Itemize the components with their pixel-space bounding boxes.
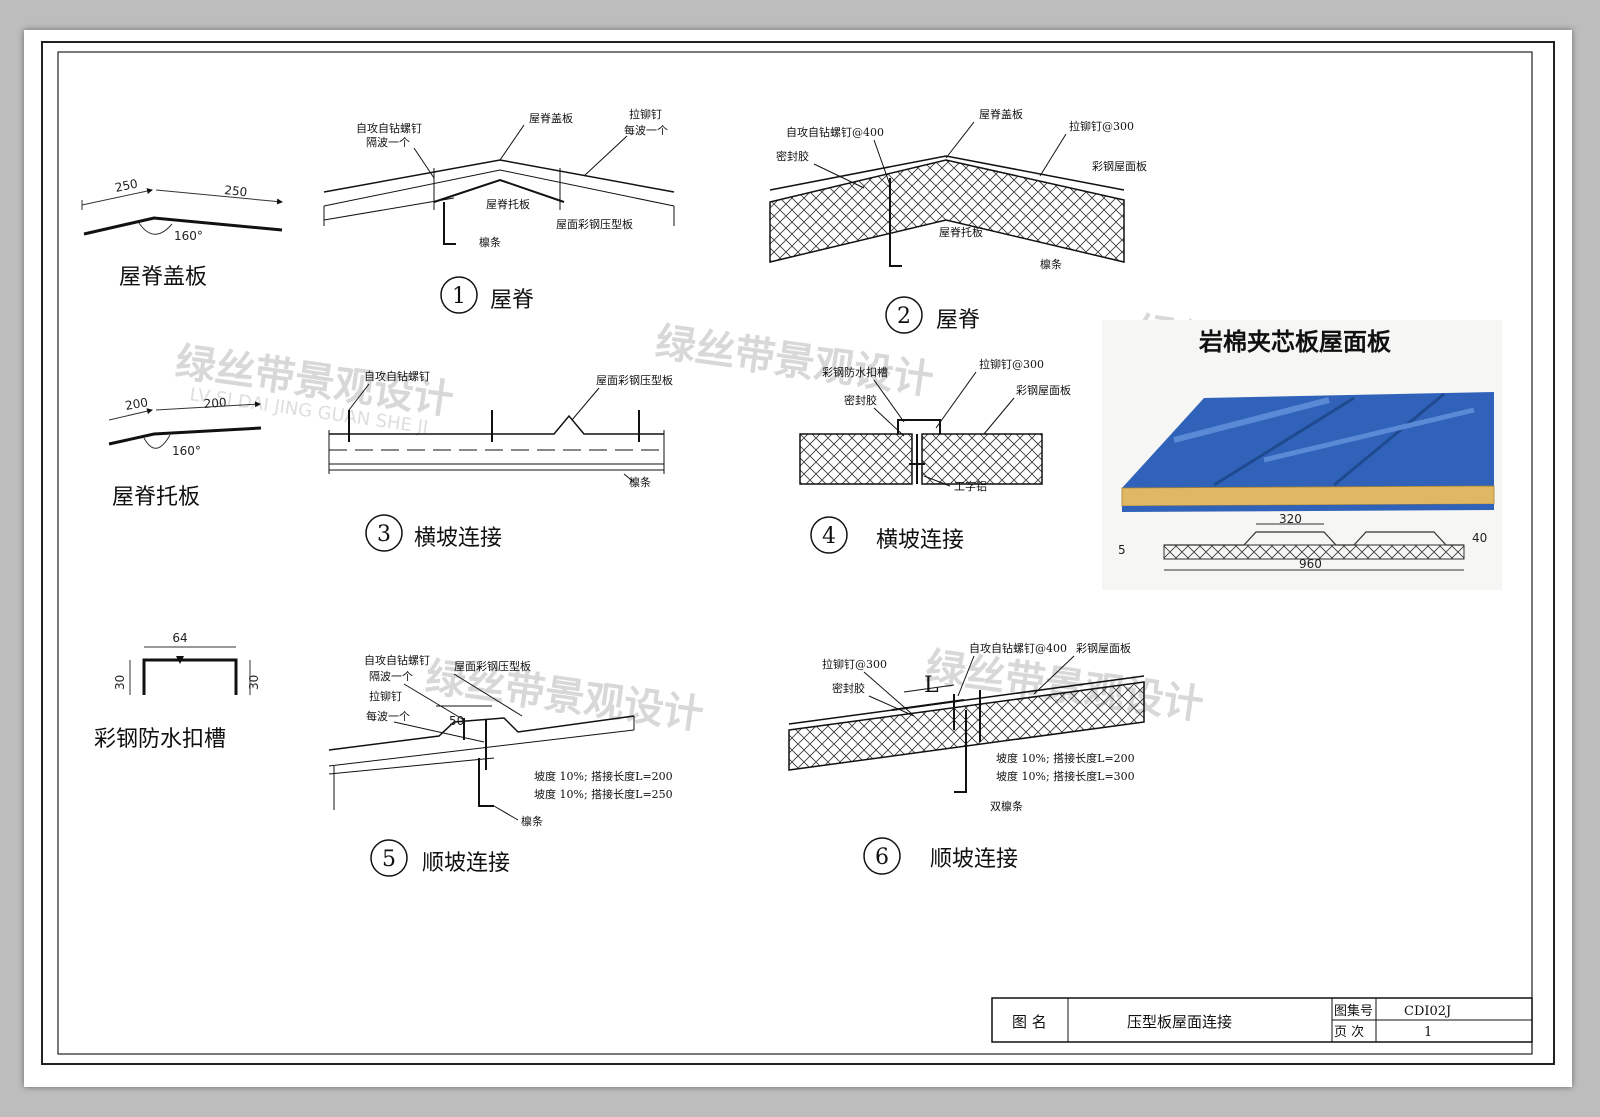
detail-5-note: 坡度 10%; 搭接长度L=200 — [534, 769, 673, 783]
detail-2-number: 2 — [897, 304, 911, 329]
detail-5: 自攻自钻螺钉 隔波一个 屋面彩钢压型板 拉铆钉 每波一个 50 坡度 10%; … — [328, 653, 673, 877]
detail-4-note: 彩钢屋面板 — [1016, 383, 1071, 397]
detail-5-note: 拉铆钉 — [369, 689, 402, 703]
detail-5-dim-50: 50 — [449, 714, 464, 728]
detail-2-note: 屋脊托板 — [939, 225, 983, 239]
construction-drawing: 绿丝带景观设计 LV SI DAI JING GUAN SHE JI 绿丝带景观… — [41, 41, 1555, 1065]
gutter-part: 64 30 30 彩钢防水扣槽 — [94, 631, 261, 752]
detail-3-note: 屋面彩钢压型板 — [596, 373, 673, 387]
detail-4-note: 密封胶 — [844, 393, 877, 407]
detail-1-title: 屋脊 — [490, 288, 534, 313]
detail-4-note: 拉铆钉@300 — [979, 357, 1044, 371]
ridge-cover-label: 屋脊盖板 — [119, 265, 207, 290]
photo-dim-40: 40 — [1472, 531, 1487, 545]
detail-2-title: 屋脊 — [936, 308, 980, 333]
outer-border — [41, 41, 1555, 1065]
photo-dim-960: 960 — [1299, 557, 1322, 571]
detail-6-note: 坡度 10%; 搭接长度L=300 — [996, 769, 1135, 783]
detail-6-note: 拉铆钉@300 — [822, 657, 887, 671]
inner-border — [57, 51, 1533, 1055]
detail-5-note: 隔波一个 — [369, 670, 413, 683]
detail-1-note: 拉铆钉 — [629, 107, 662, 121]
title-block-page-value: 1 — [1424, 1025, 1432, 1040]
detail-5-note: 檩条 — [521, 814, 543, 828]
detail-5-note: 坡度 10%; 搭接长度L=250 — [534, 787, 673, 801]
detail-3-number: 3 — [377, 522, 391, 547]
detail-5-title: 顺坡连接 — [422, 851, 510, 876]
detail-6-dim-L: L — [924, 673, 939, 698]
detail-6-note: 自攻自钻螺钉@400 — [969, 641, 1067, 655]
panel-photo: 岩棉夹芯板屋面板 320 960 40 5 — [1102, 320, 1502, 590]
detail-5-note: 屋面彩钢压型板 — [454, 659, 531, 673]
detail-2-note: 檩条 — [1040, 257, 1062, 271]
detail-2: 自攻自钻螺钉@400 屋脊盖板 拉铆钉@300 密封胶 彩钢屋面板 屋脊托板 檩… — [769, 107, 1147, 334]
detail-1-note: 屋脊托板 — [486, 197, 530, 211]
detail-4-note: 彩钢防水扣槽 — [822, 365, 888, 379]
title-block-name-label: 图 名 — [1012, 1013, 1047, 1031]
gutter-height-left: 30 — [113, 675, 127, 690]
detail-3-title: 横坡连接 — [414, 526, 502, 551]
detail-6-number: 6 — [875, 845, 889, 870]
detail-1: 自攻自钻螺钉 隔波一个 屋脊盖板 拉铆钉 每波一个 屋脊托板 屋面彩钢压型板 檩… — [323, 107, 675, 314]
detail-2-note: 彩钢屋面板 — [1092, 159, 1147, 173]
detail-1-note: 屋面彩钢压型板 — [556, 217, 633, 231]
detail-6-note: 坡度 10%; 搭接长度L=200 — [996, 751, 1135, 765]
detail-1-note: 屋脊盖板 — [529, 111, 573, 125]
detail-2-note: 密封胶 — [776, 149, 809, 163]
detail-5-note: 每波一个 — [366, 709, 410, 723]
detail-3: 自攻自钻螺钉 屋面彩钢压型板 檩条 3 横坡连接 — [328, 369, 673, 552]
ridge-cover-dim-left: 250 — [114, 176, 139, 194]
drawing-sheet: 绿丝带景观设计 LV SI DAI JING GUAN SHE JI 绿丝带景观… — [24, 30, 1572, 1087]
detail-4-title: 横坡连接 — [876, 528, 964, 553]
watermark-text: 绿丝带景观设计 — [653, 319, 937, 404]
detail-2-note: 自攻自钻螺钉@400 — [786, 125, 884, 139]
ridge-support-label: 屋脊托板 — [112, 485, 200, 510]
detail-1-note: 每波一个 — [624, 123, 668, 137]
detail-6-note: 彩钢屋面板 — [1076, 641, 1131, 655]
detail-5-note: 自攻自钻螺钉 — [364, 653, 430, 667]
detail-4-number: 4 — [822, 524, 836, 549]
gutter-label: 彩钢防水扣槽 — [94, 727, 226, 752]
gutter-height-right: 30 — [247, 675, 261, 690]
title-block: 图 名 压型板屋面连接 图集号 CDI02J 页 次 1 — [991, 997, 1533, 1043]
ridge-support-angle: 160° — [172, 444, 201, 458]
detail-6-note: 双檩条 — [990, 799, 1023, 813]
detail-6-title: 顺坡连接 — [930, 847, 1018, 872]
ridge-support-dim-left: 200 — [124, 395, 149, 413]
ridge-support-part: 200 200 160° 屋脊托板 — [108, 395, 262, 510]
detail-6-note: 密封胶 — [832, 681, 865, 695]
photo-dim-5: 5 — [1118, 543, 1126, 557]
detail-2-note: 屋脊盖板 — [979, 107, 1023, 121]
detail-2-note: 拉铆钉@300 — [1069, 119, 1134, 133]
detail-1-note: 檩条 — [479, 235, 501, 249]
detail-5-number: 5 — [382, 847, 396, 872]
ridge-support-dim-right: 200 — [203, 395, 227, 411]
detail-3-note: 自攻自钻螺钉 — [364, 369, 430, 383]
detail-3-note: 檩条 — [629, 475, 651, 489]
ridge-cover-dim-right: 250 — [224, 183, 248, 199]
ridge-cover-angle: 160° — [174, 229, 203, 243]
ridge-cover-part: 250 250 160° 屋脊盖板 — [81, 176, 283, 290]
title-block-set-label: 图集号 — [1334, 1003, 1373, 1019]
photo-title: 岩棉夹芯板屋面板 — [1198, 328, 1392, 356]
title-block-name-value: 压型板屋面连接 — [1127, 1013, 1232, 1031]
detail-1-number: 1 — [452, 284, 466, 309]
detail-4: 彩钢防水扣槽 拉铆钉@300 密封胶 彩钢屋面板 工字铝 4 横坡连接 — [799, 357, 1071, 554]
detail-4-note: 工字铝 — [954, 479, 987, 493]
title-block-set-value: CDI02J — [1404, 1004, 1451, 1019]
gutter-width: 64 — [172, 631, 187, 645]
photo-dim-320: 320 — [1279, 512, 1302, 526]
detail-1-note: 隔波一个 — [366, 136, 410, 149]
detail-1-note: 自攻自钻螺钉 — [356, 121, 422, 135]
title-block-page-label: 页 次 — [1334, 1024, 1364, 1040]
detail-6: 拉铆钉@300 密封胶 自攻自钻螺钉@400 彩钢屋面板 L 坡度 10%; 搭… — [788, 641, 1145, 875]
